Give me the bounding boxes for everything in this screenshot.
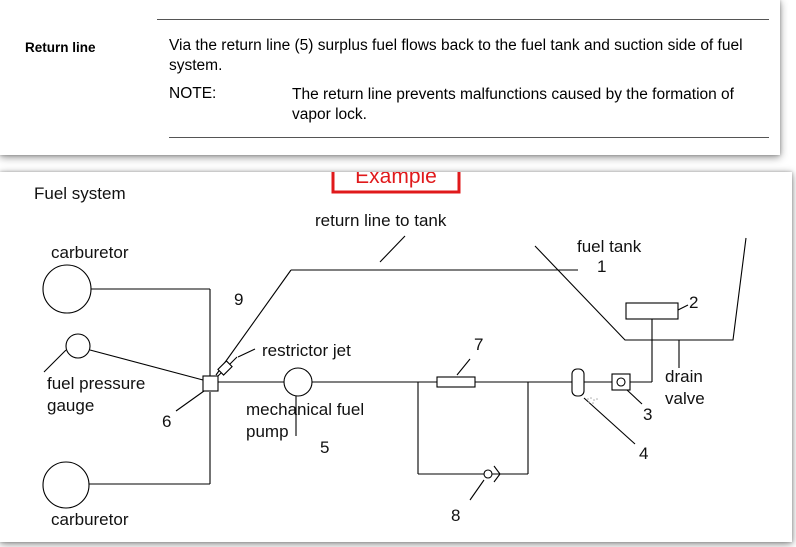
mechanical-pump-symbol (283, 367, 313, 397)
top-rule (157, 19, 769, 20)
number-3: 3 (643, 405, 652, 424)
leader-7 (456, 358, 471, 376)
description-panel: Return line Via the return line (5) surp… (0, 0, 780, 155)
diagram-title: Fuel system (34, 184, 126, 203)
note-label: NOTE: (169, 85, 217, 102)
gauge-line (89, 349, 204, 381)
gauge-label: gauge (47, 396, 94, 415)
junction-block (202, 375, 219, 392)
number-2: 2 (689, 293, 698, 312)
carburetor-bottom-symbol (42, 461, 90, 509)
number-8: 8 (451, 506, 460, 525)
carburetor-bottom-label: carburetor (51, 510, 129, 529)
leader-4 (583, 397, 636, 445)
pressure-gauge-symbol (65, 333, 91, 359)
fuel-system-diagram-panel: Example Fuel system return line to tank … (0, 157, 792, 542)
number-4: 4 (639, 444, 648, 463)
example-label: Example (355, 172, 437, 188)
example-badge: Example (331, 157, 461, 194)
component-2-symbol (625, 302, 679, 320)
return-line-leader (379, 235, 406, 263)
number-1: 1 (597, 257, 606, 276)
bottom-rule (169, 137, 769, 138)
leader-8 (469, 479, 485, 501)
restrictor-jet-symbol (217, 360, 233, 376)
leader-3 (626, 389, 643, 405)
valve-label: valve (665, 389, 705, 408)
shading-dots (587, 397, 598, 404)
check-valve-ball (483, 469, 493, 479)
number-6: 6 (162, 412, 171, 431)
filter-symbol (436, 376, 476, 388)
restrictor-jet-label: restrictor jet (262, 341, 351, 360)
shutoff-valve-symbol (571, 368, 585, 397)
gauge-leader (43, 349, 67, 373)
number-5: 5 (320, 438, 329, 457)
fuel-cock-symbol (611, 373, 631, 391)
number-7: 7 (474, 335, 483, 354)
section-text: Via the return line (5) surplus fuel flo… (169, 37, 743, 74)
section-label: Return line (25, 40, 96, 55)
restrictor-leader (237, 348, 256, 358)
note-text: The return line prevents malfunctions ca… (292, 86, 734, 123)
return-line-diagonal (215, 269, 292, 376)
leader-2 (677, 304, 689, 311)
fuel-tank-label: fuel tank (577, 237, 642, 256)
return-line-label: return line to tank (315, 211, 447, 230)
mechanical-fuel-label: mechanical fuel (246, 400, 364, 419)
pump-label: pump (246, 422, 289, 441)
carburetor-top-label: carburetor (51, 243, 129, 262)
fuel-pressure-label: fuel pressure (47, 374, 145, 393)
fuel-system-diagram: Example Fuel system return line to tank … (34, 157, 747, 529)
number-9: 9 (234, 290, 243, 309)
leader-6 (175, 390, 205, 412)
drain-label: drain (665, 367, 703, 386)
fuel-cock-circle (616, 377, 626, 387)
carburetor-top-symbol (42, 264, 92, 314)
